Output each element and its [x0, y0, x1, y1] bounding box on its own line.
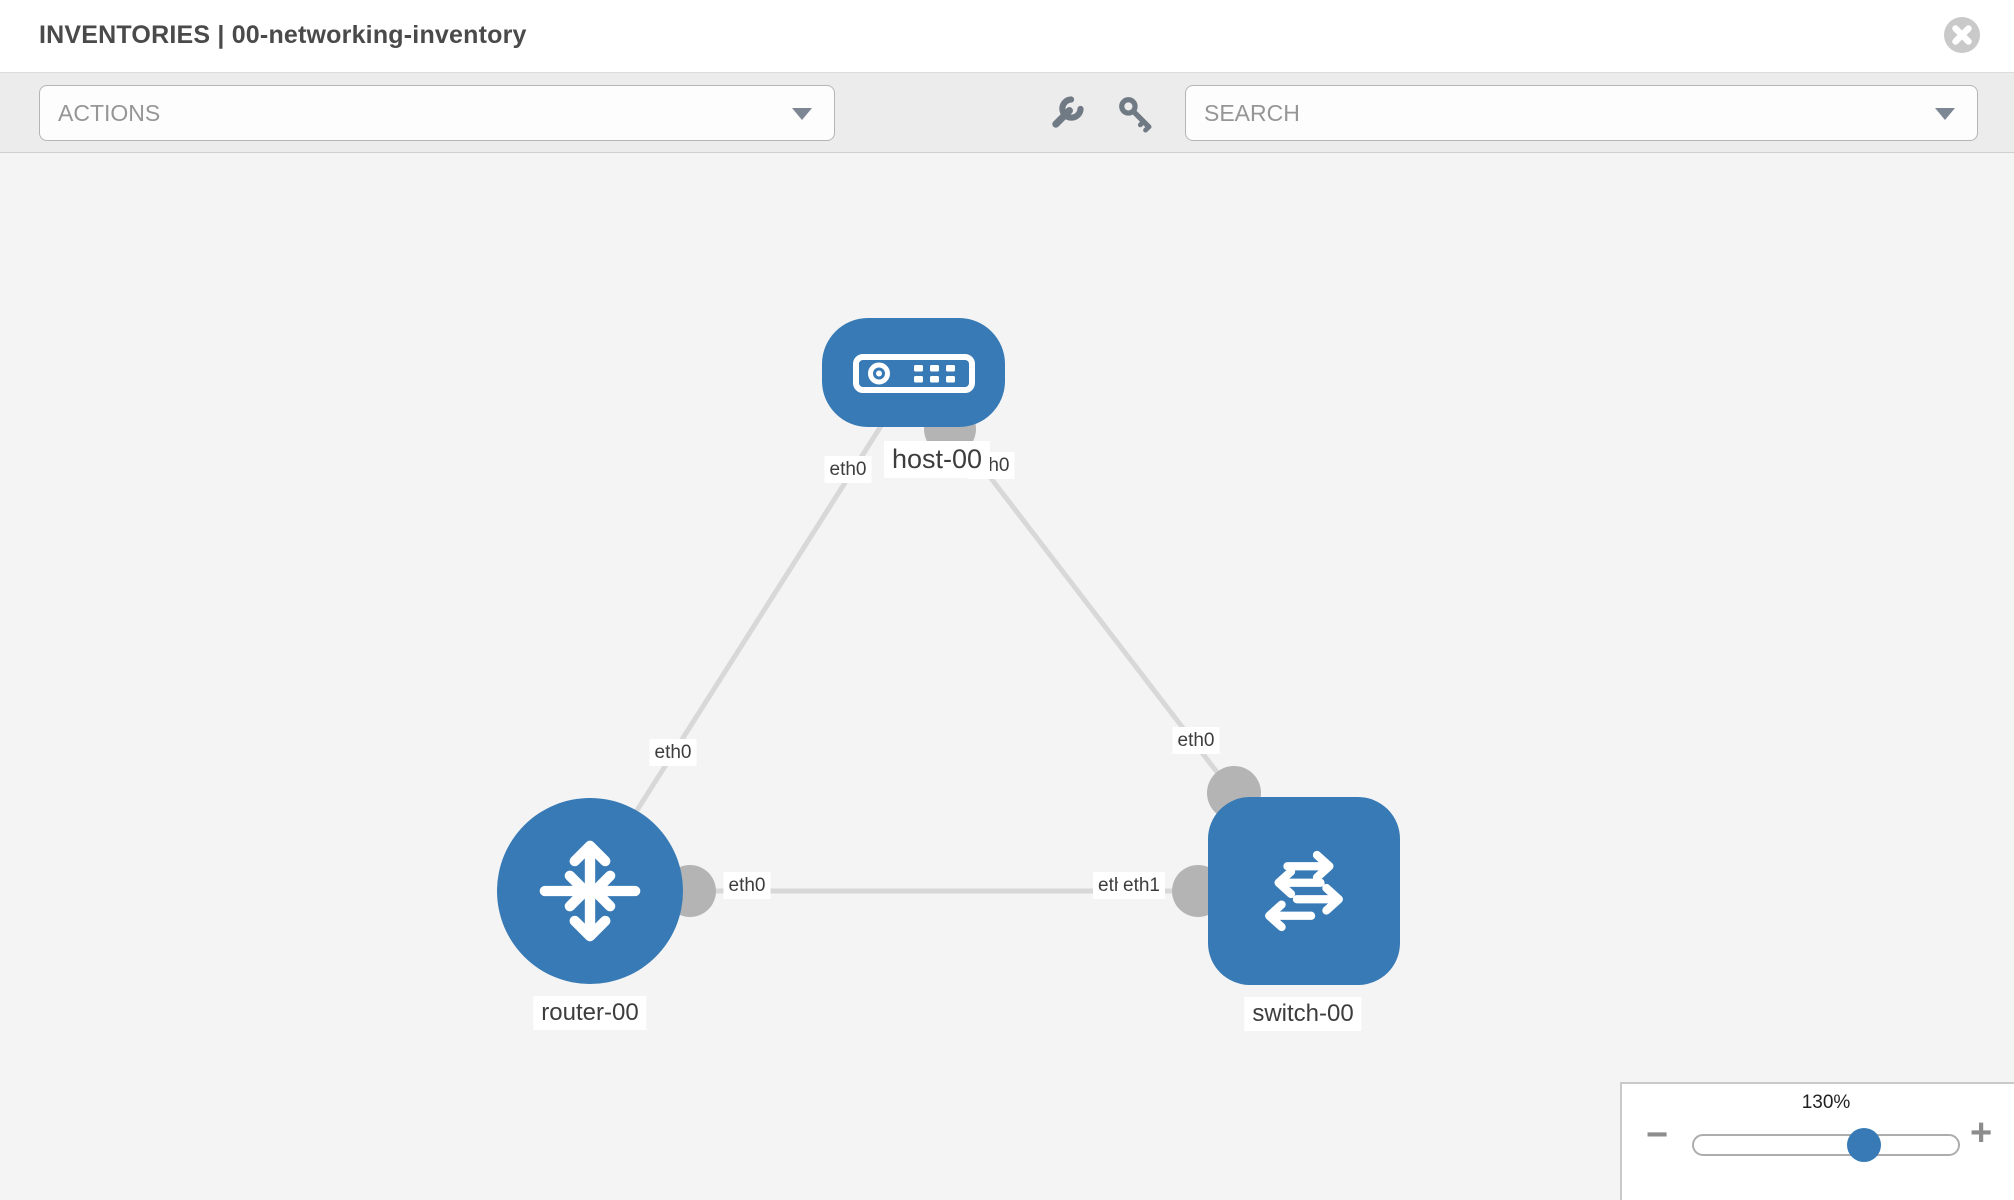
- close-icon: [1944, 17, 1980, 53]
- wrench-button[interactable]: [1042, 90, 1090, 138]
- node-label-host-00: host-00: [883, 441, 991, 478]
- zoom-out-button[interactable]: −: [1646, 1114, 1669, 1156]
- iface-chip-switch-top: eth0: [1172, 727, 1220, 754]
- actions-dropdown[interactable]: ACTIONS: [39, 85, 835, 141]
- actions-dropdown-label: ACTIONS: [58, 100, 161, 126]
- zoom-slider-track[interactable]: [1692, 1128, 1960, 1162]
- close-button[interactable]: [1943, 16, 1981, 54]
- node-host-00[interactable]: [822, 318, 1005, 427]
- search-combo: [1185, 85, 1978, 141]
- node-switch-00[interactable]: [1208, 797, 1400, 985]
- node-router-00[interactable]: [497, 798, 683, 984]
- caret-down-icon: [792, 108, 812, 120]
- header: INVENTORIES | 00-networking-inventory: [0, 0, 2014, 72]
- caret-down-icon: [1935, 108, 1955, 120]
- iface-chip-router-right: eth0: [723, 872, 771, 899]
- node-label-router-00: router-00: [533, 996, 647, 1030]
- link-line-host-router: [612, 413, 891, 847]
- iface-chip-switch-left: eth1: [1118, 872, 1165, 899]
- topology-links-layer: [612, 403, 1261, 917]
- node-label-switch-00: switch-00: [1244, 997, 1362, 1031]
- iface-chip-host-left: eth0: [824, 456, 872, 483]
- key-button[interactable]: [1112, 90, 1160, 138]
- search-input[interactable]: [1186, 86, 1917, 140]
- zoom-slider-thumb[interactable]: [1847, 1128, 1881, 1162]
- router-icon: [539, 840, 641, 942]
- zoom-control-panel: 130% − +: [1620, 1082, 2014, 1200]
- iface-chip-router-top: eth0: [649, 739, 697, 766]
- page-title: INVENTORIES | 00-networking-inventory: [39, 21, 527, 49]
- wrench-icon: [1052, 96, 1084, 128]
- toolbar: ACTIONS: [0, 72, 2014, 153]
- zoom-in-button[interactable]: +: [1970, 1112, 1993, 1154]
- zoom-level: 130%: [1801, 1092, 1851, 1113]
- topology-canvas[interactable]: eth0 eth0 eth0 eth0 eth0 eth0 eth1 host-…: [0, 153, 2014, 1200]
- key-icon: [1119, 97, 1152, 133]
- switch-icon: [1265, 850, 1343, 932]
- host-icon: [852, 353, 975, 393]
